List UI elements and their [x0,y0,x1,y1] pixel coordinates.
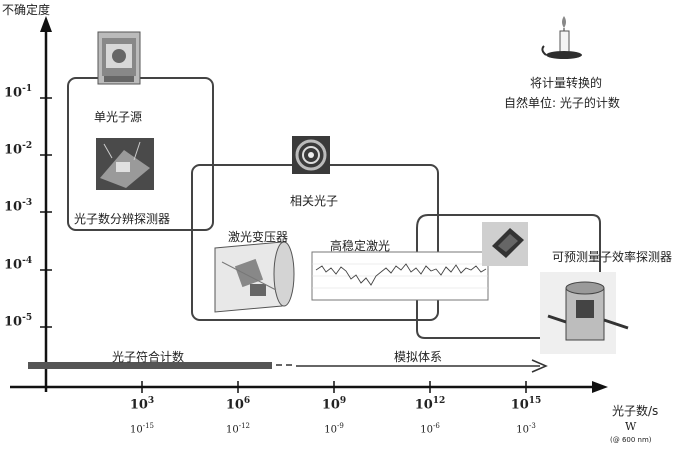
x-axis-title-power: W [625,420,637,433]
x-tick-label-power: 10-6 [420,422,440,436]
candle-icon [541,16,582,59]
x-tick-label-power: 10-15 [129,422,154,436]
single-photon-source-image [97,31,141,85]
y-axis-arrow [40,16,52,32]
y-axis-title: 不确定度 [2,3,51,17]
x-tick-label-photons: 106 [225,396,251,413]
natural-unit-caption-line2: 自然单位: 光子的计数 [504,96,620,110]
natural-unit-caption-line1: 将计量转换的 [530,76,603,90]
x-axis-arrow [592,381,608,393]
x-tick-label-power: 10-9 [324,422,344,436]
detector-chip-image [482,222,528,266]
photon-counting-label: 光子符合计数 [112,350,185,364]
correlated-photons-image [292,136,330,174]
y-tick-label: 10-5 [4,313,33,330]
x-tick-label-photons: 109 [321,396,347,413]
y-tick-label: 10-1 [4,84,33,101]
analog-system-label: 模拟体系 [394,350,443,364]
x-axis-title: 光子数/s [612,404,659,418]
x-axis-wavelength-note: (@ 600 nm) [610,436,652,444]
laser-transformer-label: 激光变压器 [228,230,289,244]
x-tick-label-photons: 1012 [414,396,446,413]
predictable-qe-detector-label: 可预测量子效率探测器 [552,250,673,264]
y-tick-label: 10-3 [4,198,33,215]
y-tick-label: 10-2 [4,141,33,158]
x-tick-label-photons: 1015 [510,396,542,413]
y-tick-label: 10-4 [4,256,33,273]
x-tick-label-photons: 103 [129,396,155,413]
predictable-qe-detector-image [540,272,629,354]
laser-transformer-image [214,241,295,313]
stabilized-laser-label: 高稳定激光 [330,239,391,253]
y-axis-ticks [40,97,52,328]
x-tick-label-power: 10-12 [225,422,250,436]
correlated-photons-label: 相关光子 [290,194,339,208]
stabilized-laser-plot [311,251,489,301]
analog-system-arrowhead [531,359,548,373]
photon-number-detector-image [96,138,154,190]
photon-counting-bar [28,362,272,369]
x-tick-label-power: 10-3 [516,422,536,436]
x-axis-ticks [141,381,527,393]
single-photon-source-label: 单光子源 [94,110,143,124]
photon-number-detector-label: 光子数分辨探测器 [74,212,171,226]
